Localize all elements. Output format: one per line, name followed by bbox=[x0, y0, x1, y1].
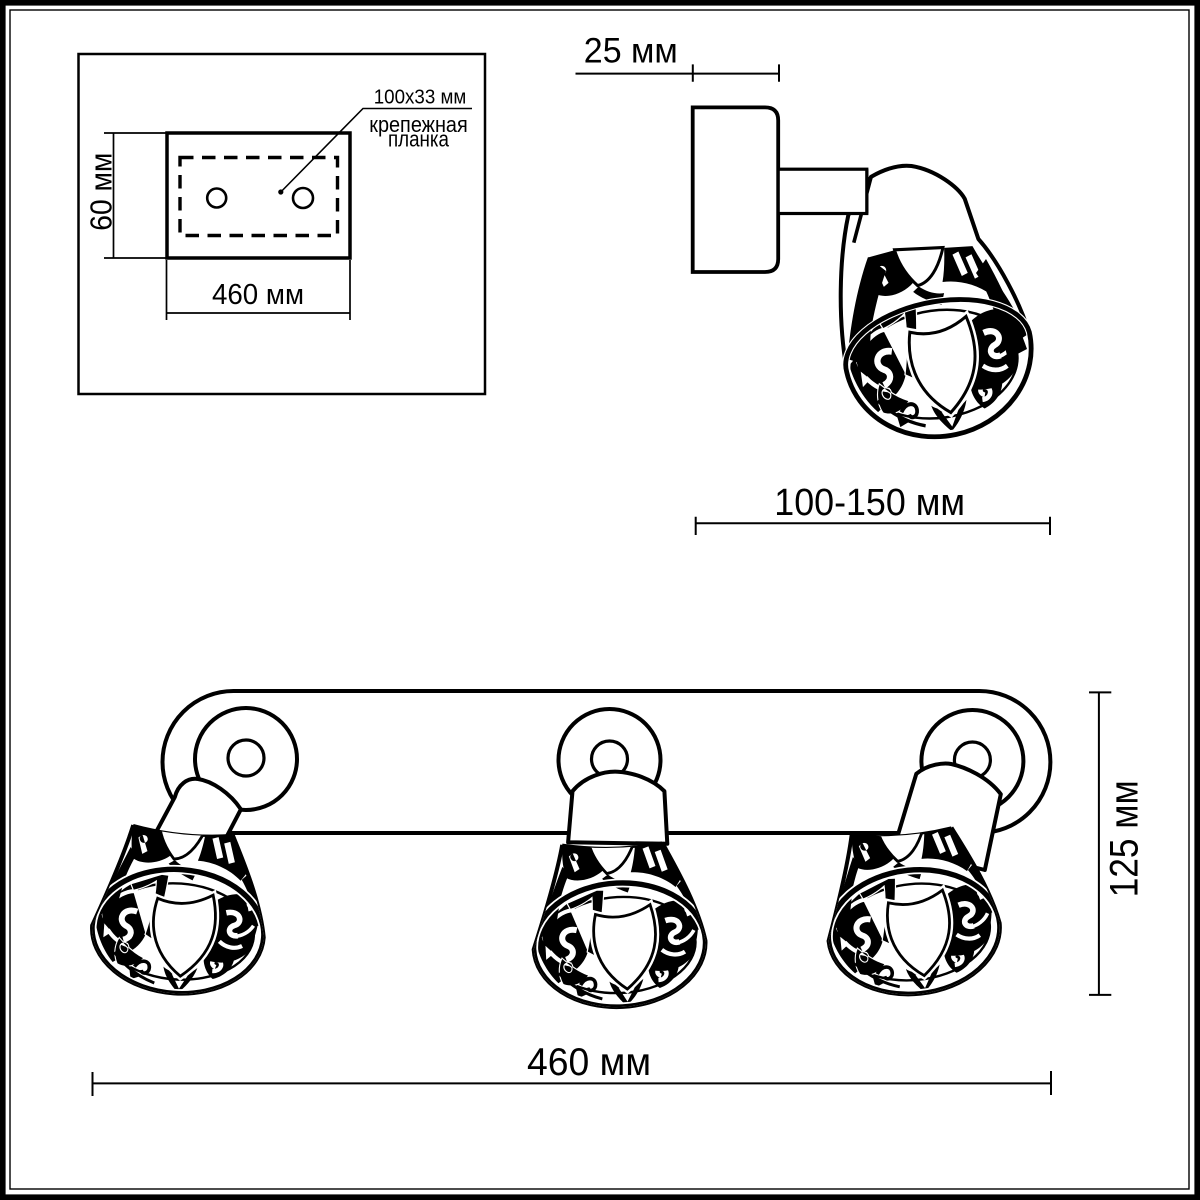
svg-text:100-150 мм: 100-150 мм bbox=[774, 482, 965, 524]
svg-text:60 мм: 60 мм bbox=[84, 153, 119, 231]
svg-text:460 мм: 460 мм bbox=[212, 279, 304, 311]
svg-text:25 мм: 25 мм bbox=[584, 32, 678, 71]
svg-text:планка: планка bbox=[388, 127, 450, 152]
svg-text:100x33 мм: 100x33 мм bbox=[374, 87, 467, 109]
svg-text:125 мм: 125 мм bbox=[1102, 780, 1146, 897]
svg-text:460 мм: 460 мм bbox=[527, 1041, 651, 1084]
svg-text:крепежная: крепежная bbox=[369, 112, 468, 137]
